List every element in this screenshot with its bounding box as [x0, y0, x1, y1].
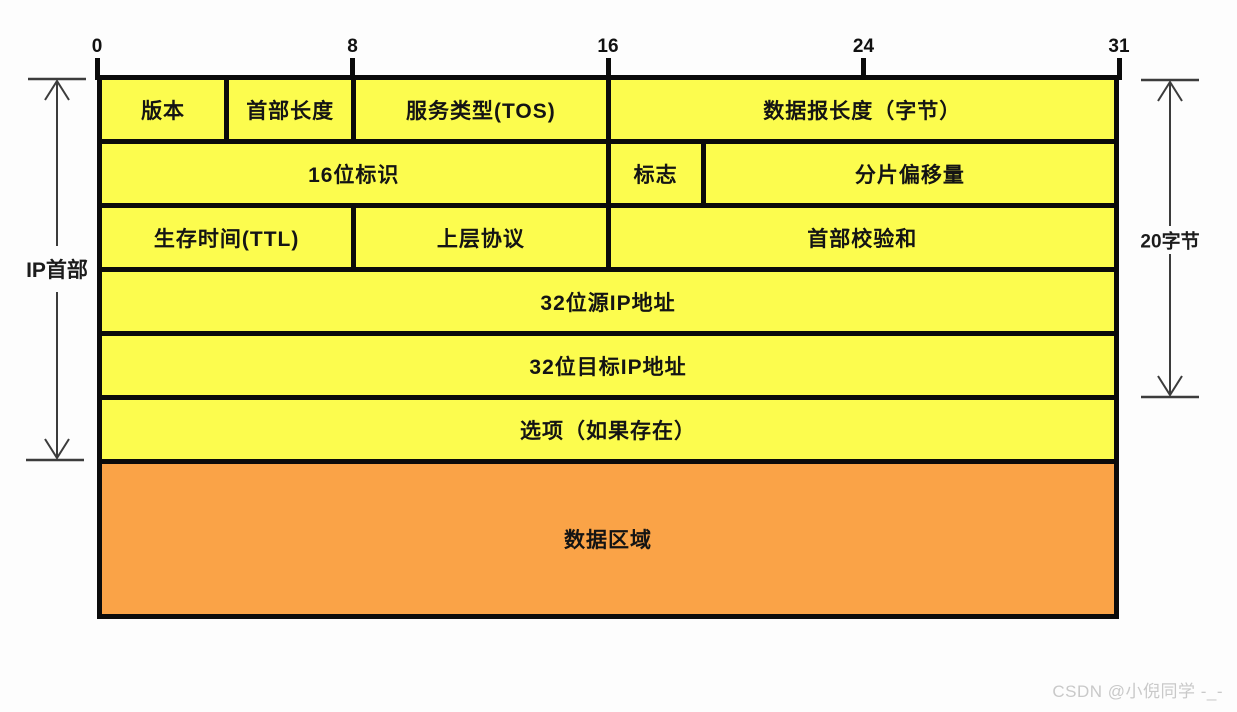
twenty-bytes-annotation: 20字节	[1140, 231, 1200, 253]
header-field-table: 版本 首部长度 服务类型(TOS) 数据报长度（字节） 16位标识 标志 分片偏…	[97, 75, 1119, 619]
tick-mark	[94, 58, 100, 80]
field-data-area: 数据区域	[102, 464, 1114, 614]
field-source-ip: 32位源IP地址	[102, 272, 1114, 331]
field-header-checksum: 首部校验和	[610, 208, 1114, 267]
axis-label: 31	[1108, 36, 1130, 57]
field-dest-ip: 32位目标IP地址	[102, 336, 1114, 395]
axis-label: 16	[597, 36, 619, 57]
field-header-length: 首部长度	[229, 80, 352, 139]
axis-label: 24	[852, 36, 875, 57]
axis-label: 8	[347, 36, 358, 57]
field-fragment-offset: 分片偏移量	[705, 144, 1114, 203]
field-version: 版本	[102, 80, 225, 139]
csdn-watermark: CSDN @小倪同学 -_-	[1052, 682, 1223, 701]
field-identification: 16位标识	[102, 144, 606, 203]
field-options: 选项（如果存在）	[102, 400, 1114, 459]
tick-mark	[350, 58, 355, 80]
axis-label: 0	[91, 36, 103, 57]
bit-axis: 0 8 16 24 31	[92, 0, 1130, 80]
field-protocol: 上层协议	[356, 208, 606, 267]
tick-mark	[605, 58, 611, 80]
field-flags: 标志	[610, 144, 701, 203]
tick-mark	[1116, 58, 1122, 80]
field-ttl: 生存时间(TTL)	[102, 208, 352, 267]
field-tos: 服务类型(TOS)	[356, 80, 606, 139]
field-datagram-length: 数据报长度（字节）	[610, 80, 1114, 139]
tick-mark	[861, 58, 866, 80]
ip-header-annotation: IP首部	[26, 259, 88, 282]
